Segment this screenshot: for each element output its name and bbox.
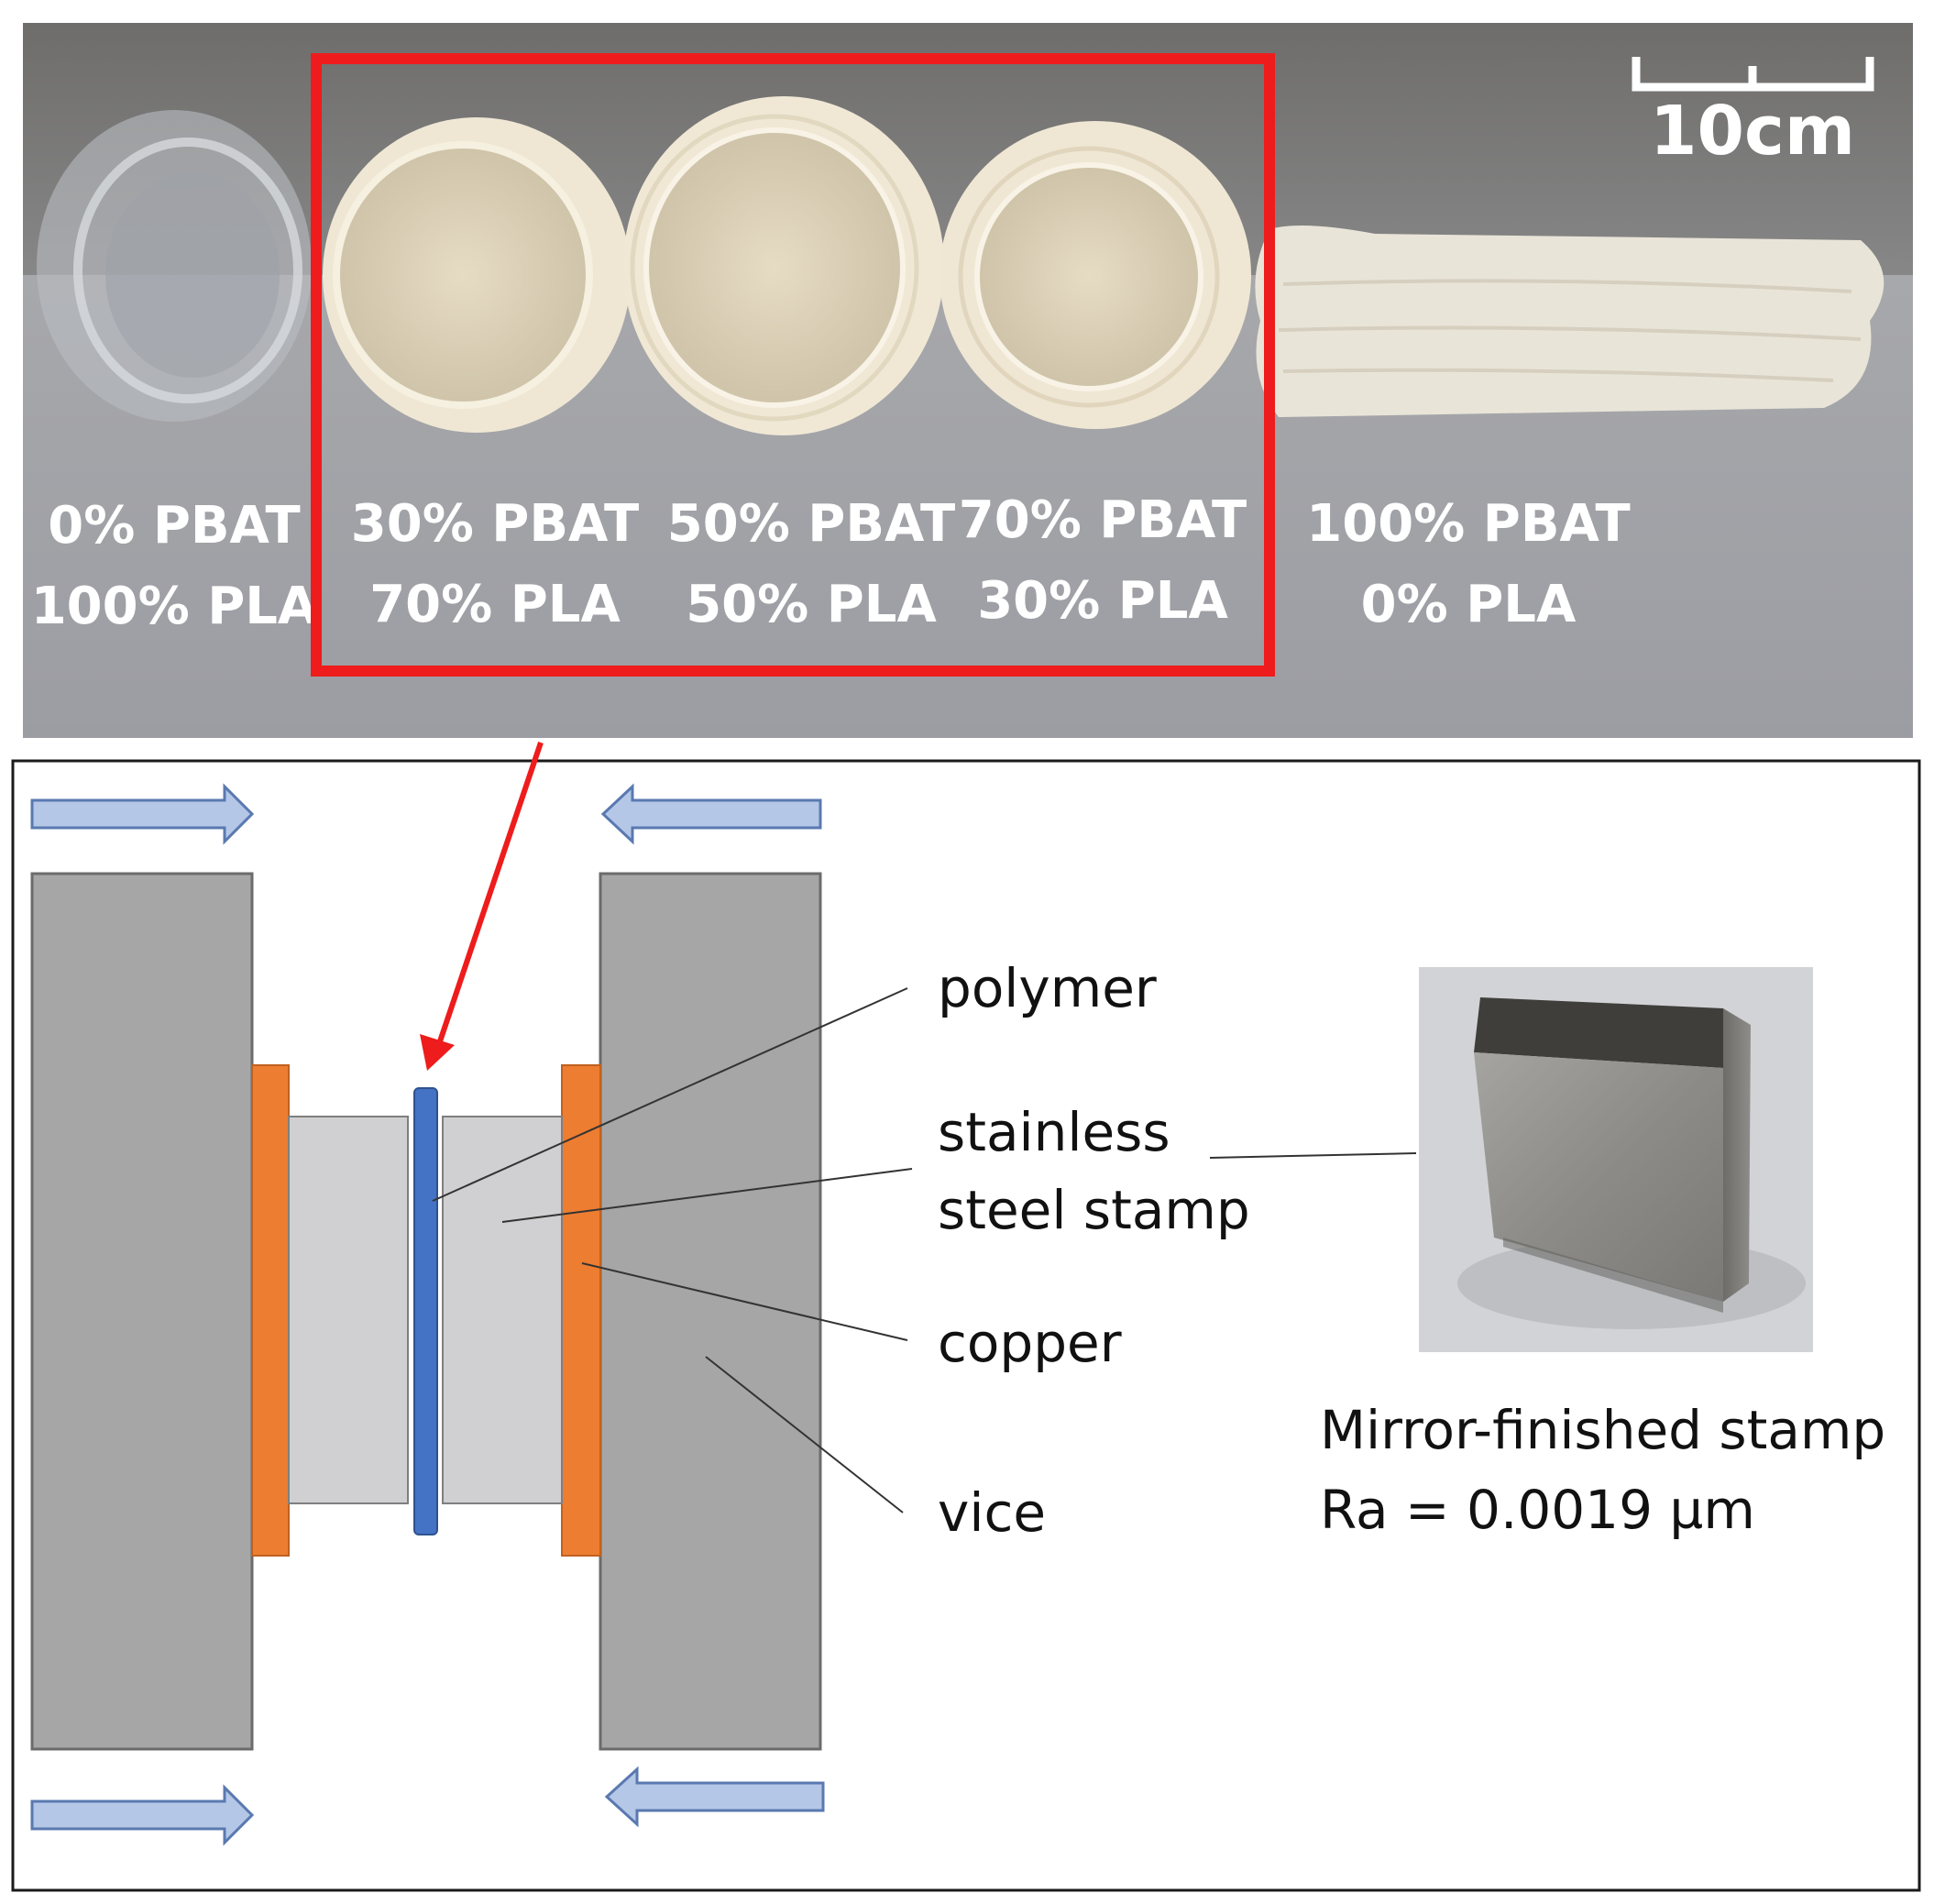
component-labels: polymer stainless steel stamp copper vic… <box>938 957 1250 1544</box>
leader-stamp <box>501 1168 913 1223</box>
sample-0-pbat-label: 0% PBAT <box>48 496 301 556</box>
stamp-right <box>442 1116 563 1504</box>
leader-polymer <box>432 987 908 1202</box>
sample-photo: 10cm 0% PBAT 100% PLA 30% PBAT 70% PLA 5… <box>23 23 1913 738</box>
label-copper: copper <box>938 1312 1122 1374</box>
highlight-box <box>311 53 1275 677</box>
force-arrow-top-right <box>600 783 822 845</box>
stamp-caption: Mirror-finished stamp Ra = 0.0019 µm <box>1320 1399 1885 1541</box>
stamp-side-face <box>1723 1008 1751 1302</box>
pointer-arrow <box>435 742 544 1048</box>
press-diagram: polymer stainless steel stamp copper vic… <box>11 742 1921 1892</box>
scale-bar: 10cm <box>1632 57 1874 171</box>
label-stamp-line2: steel stamp <box>938 1179 1250 1241</box>
sample-1-pla-label: 70% PLA <box>369 575 621 634</box>
force-arrow-bottom-left <box>30 1784 255 1846</box>
roll-0-pbat <box>37 110 312 422</box>
sample-1-pbat-label: 30% PBAT <box>351 494 639 554</box>
stamp-left <box>288 1116 409 1504</box>
stamp-caption-line2: Ra = 0.0019 µm <box>1320 1479 1755 1541</box>
roll-70-pbat <box>940 121 1251 429</box>
sample-4-pbat-label: 100% PBAT <box>1306 494 1630 554</box>
folded-film-100-pbat <box>1255 226 1885 417</box>
sample-2-pla-label: 50% PLA <box>686 575 937 634</box>
stamp-caption-line1: Mirror-finished stamp <box>1320 1399 1885 1461</box>
vice-left <box>30 872 254 1751</box>
stamp-top-face <box>1474 997 1723 1068</box>
scale-bar-label: 10cm <box>1650 92 1855 171</box>
label-vice: vice <box>938 1481 1046 1544</box>
sample-3-pla-label: 30% PLA <box>977 571 1228 631</box>
sample-4-pla-label: 0% PLA <box>1361 575 1577 634</box>
force-arrow-bottom-right <box>604 1766 825 1828</box>
roll-50-pbat <box>623 96 944 435</box>
stamp-photo <box>1419 967 1813 1352</box>
pointer-arrow-head <box>420 1034 455 1071</box>
copper-left <box>251 1064 290 1557</box>
label-polymer: polymer <box>938 957 1157 1019</box>
roll-30-pbat <box>323 117 631 433</box>
sample-labels: 0% PBAT 100% PLA 30% PBAT 70% PLA 50% PB… <box>31 490 1631 636</box>
label-stamp-line1: stainless <box>938 1101 1170 1163</box>
leader-copper <box>581 1262 908 1341</box>
sample-0-pla-label: 100% PLA <box>31 577 318 636</box>
leader-lines <box>432 987 1417 1513</box>
sample-3-pbat-label: 70% PBAT <box>959 490 1247 550</box>
polymer-film <box>413 1087 438 1535</box>
copper-right <box>561 1064 601 1557</box>
leader-stamp-photo <box>1209 1152 1417 1159</box>
stamp-front-face <box>1474 1052 1723 1302</box>
sample-2-pbat-label: 50% PBAT <box>667 494 955 554</box>
force-arrows <box>30 783 825 1846</box>
force-arrow-top-left <box>30 783 255 845</box>
leader-vice <box>705 1356 904 1513</box>
